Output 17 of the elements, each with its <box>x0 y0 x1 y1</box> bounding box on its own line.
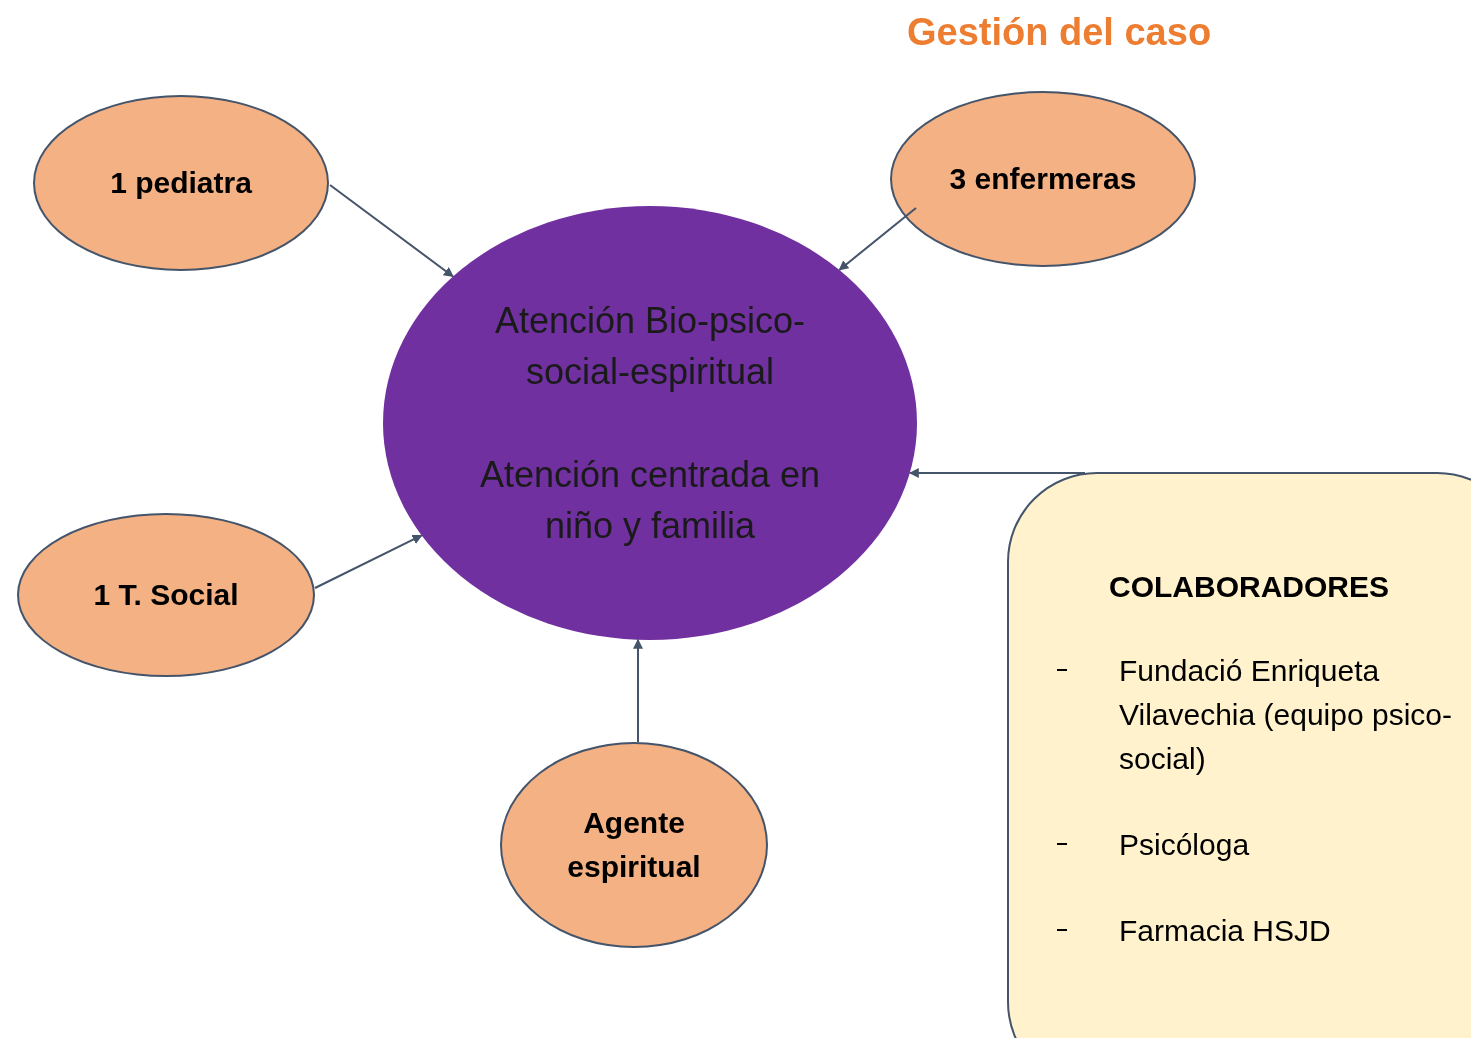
role-label: 3 enfermeras <box>948 161 1138 197</box>
arrow <box>329 184 455 278</box>
arrow <box>633 638 643 743</box>
role-label: Agente espiritual <box>566 805 702 885</box>
center-text: Atención Bio-psico-social-espiritual <box>493 299 807 394</box>
list-item: Farmacia HSJD <box>1119 913 1332 949</box>
arrow <box>314 534 423 589</box>
panel-heading: COLABORADORES <box>1109 569 1389 605</box>
list-item: Psicóloga <box>1119 827 1251 863</box>
section-heading: Gestión del caso <box>907 10 1212 55</box>
arrow <box>908 468 1086 478</box>
arrow <box>838 207 917 271</box>
center-text: Atención centrada en niño y familia <box>478 453 822 548</box>
list-item: Fundació Enriqueta Vilavechia (equipo psico-social) <box>1119 653 1453 777</box>
role-label: 1 pediatra <box>109 165 253 201</box>
role-label: 1 T. Social <box>92 577 240 613</box>
collaborators-panel <box>1007 472 1471 1038</box>
